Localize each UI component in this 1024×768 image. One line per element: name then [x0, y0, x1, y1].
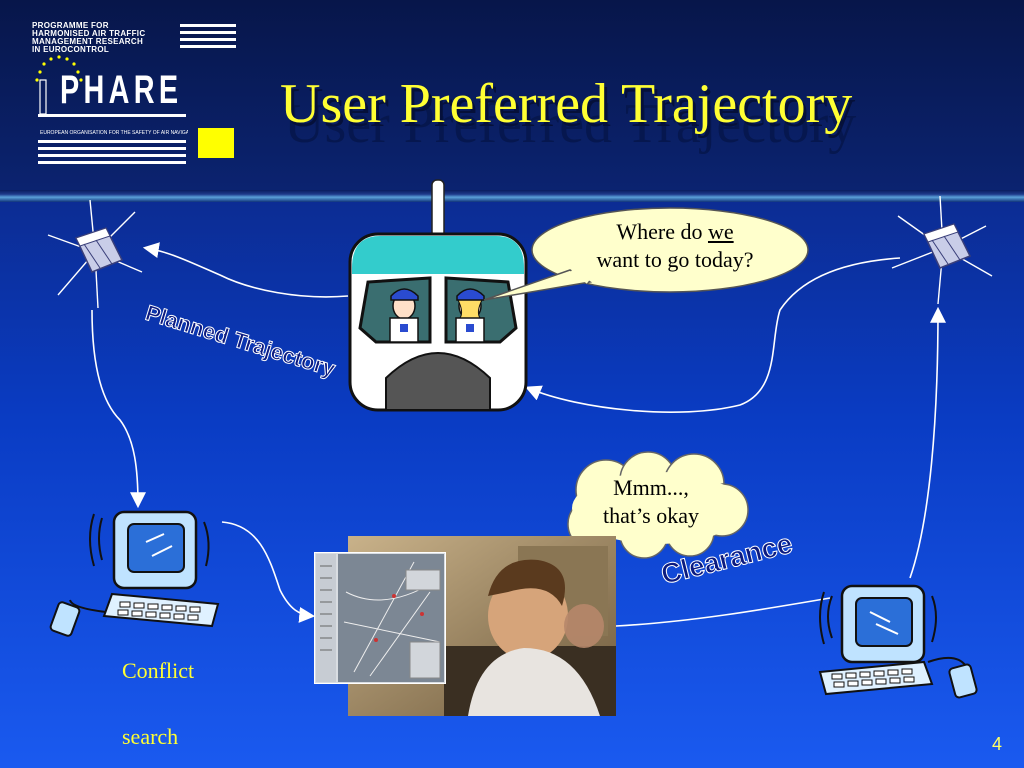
search-caption: search: [122, 724, 179, 749]
logo-line: PROGRAMME FOR: [32, 21, 109, 30]
pilot-line2: want to go today?: [596, 247, 754, 272]
right-computer-icon: [818, 584, 978, 699]
slide-title: User Preferred Trajectory: [280, 73, 853, 135]
controller-thought-bubble-shape: [567, 451, 749, 559]
radar-display-screen: [314, 552, 446, 684]
left-satellite-icon: [47, 200, 143, 309]
arrow-computer-to-controller: [221, 521, 316, 623]
logo-subtitle: EUROPEAN ORGANISATION FOR THE SAFETY OF …: [40, 130, 188, 136]
conflict-caption: Conflict: [122, 658, 195, 683]
pilot-speech-bubble-shape: [483, 207, 809, 301]
controller-thought-text: Mmm..., that’s okay: [556, 474, 746, 530]
arrow-controller-to-right-computer: [615, 597, 831, 627]
arrow-satellite-to-plane: [525, 257, 901, 413]
logo-stripes-top: [180, 24, 236, 48]
header-divider: [0, 190, 1024, 202]
logo-line: HARMONISED AIR TRAFFIC: [32, 29, 146, 38]
pilot-line1-prefix: Where do: [616, 219, 708, 244]
logo-name: PHARE: [60, 68, 183, 112]
right-satellite-icon: [891, 196, 993, 305]
logo-stripes-bottom: [38, 114, 186, 164]
pilot-speech-text: Where do we want to go today?: [560, 218, 790, 274]
controller-line1: Mmm...,: [613, 475, 689, 500]
left-computer-icon: [49, 510, 220, 637]
page-number: 4: [991, 734, 1002, 754]
title-shadow: User Preferred Trajectory: [284, 93, 857, 155]
yellow-square: [198, 128, 234, 158]
logo-programme-text: PROGRAMME FOR HARMONISED AIR TRAFFIC MAN…: [32, 22, 182, 54]
arrow-satellite-to-left-computer: [91, 309, 146, 509]
arrow-plane-to-left-satellite: [142, 242, 349, 298]
aircraft-cockpit-icon: [348, 179, 528, 412]
eu-stars-icon: [35, 55, 83, 115]
arrow-computer-to-right-satellite: [909, 306, 946, 579]
logo-line: MANAGEMENT RESEARCH: [32, 37, 144, 46]
pilot-line1-emphasis: we: [707, 219, 734, 244]
logo-line: IN EUROCONTROL: [32, 45, 110, 54]
header-band: [0, 0, 1024, 190]
controller-line2: that’s okay: [603, 503, 699, 528]
pilot-left-figure: [389, 288, 419, 343]
